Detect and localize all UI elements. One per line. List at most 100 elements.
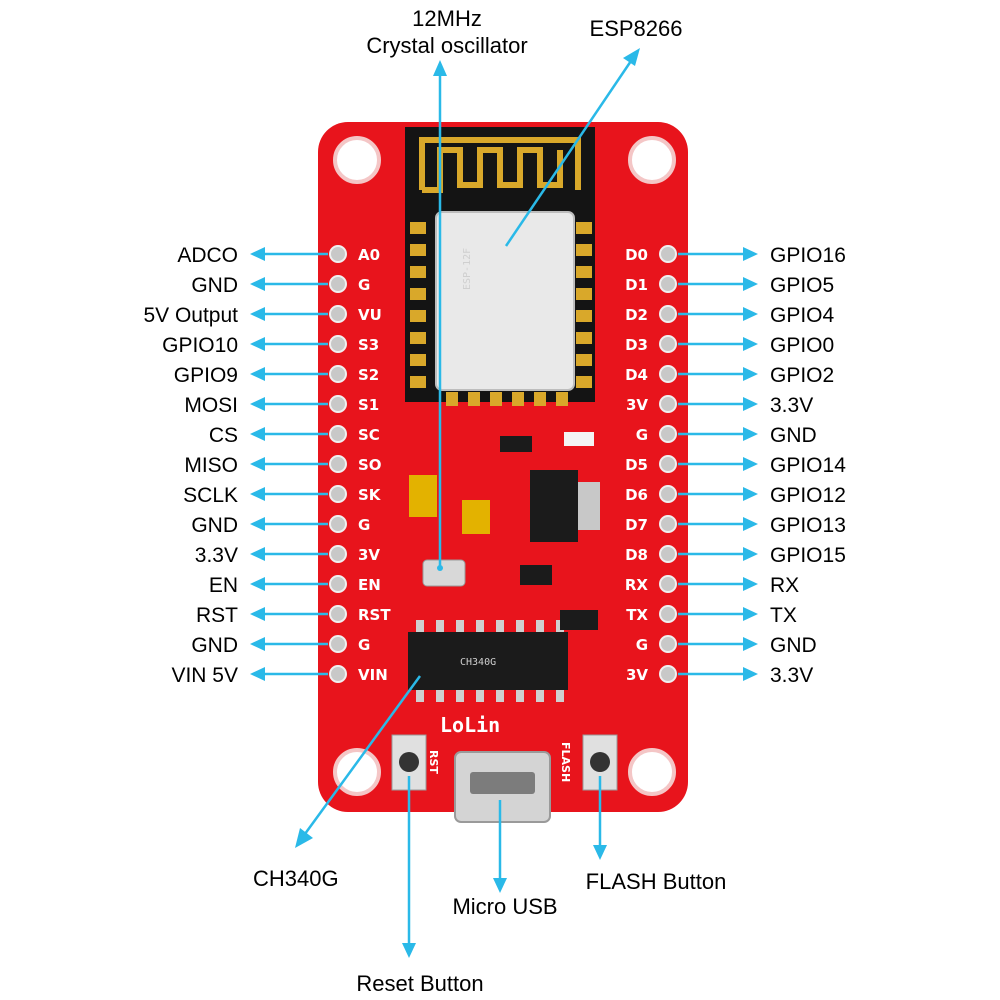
smd-part-2 [560,610,598,630]
esp-pad [576,222,592,234]
pcb-board: ESP-12F CH340G LoLin RST [318,122,688,823]
esp8266-callout-line [504,57,635,247]
esp-pad [410,288,426,300]
esp-pad [512,392,524,406]
left-pin-silk: G [358,276,370,294]
left-pin-pad [329,515,347,533]
ch340g-callout-line [300,675,422,839]
right-pin-pad [659,305,677,323]
left-pin-pad [329,545,347,563]
right-pin-silk: G [636,636,648,654]
right-pin-pad [659,275,677,293]
right-pin-arrowhead [743,517,758,531]
micro-usb-slot [470,772,535,794]
right-pin-label: TX [770,604,797,627]
right-pin-arrowhead [743,307,758,321]
esp-pad [410,266,426,278]
left-pin-pad [329,335,347,353]
right-pin-pad [659,365,677,383]
left-pin-label: GND [191,634,238,657]
crystal-callout-arrowhead [433,60,447,76]
left-pin-label: GND [191,514,238,537]
ch340g-leg [416,690,424,702]
esp-shield [435,211,575,391]
left-pin-arrowhead [250,307,265,321]
esp-pad [410,332,426,344]
esp-pad [410,222,426,234]
right-pin-pad [659,485,677,503]
right-pin-label: GND [770,424,817,447]
crystal-callout-dot [437,565,443,571]
esp-pads [410,222,592,406]
right-pin-arrowhead [743,247,758,261]
esp-pad [410,244,426,256]
right-pin-arrowhead [743,367,758,381]
right-pin-pad [659,245,677,263]
left-pin-pad [329,605,347,623]
led-1 [564,432,594,446]
mount-hole-tl [333,136,381,184]
esp-pad [446,392,458,406]
right-pin-pad [659,605,677,623]
esp-pad [534,392,546,406]
right-pin-silk: D1 [625,276,648,294]
ch340g-leg [536,620,544,632]
right-pin-arrowhead [743,667,758,681]
micro-usb-callout-arrowhead [493,878,507,893]
ch340g-leg [416,620,424,632]
left-pin-silk: G [358,516,370,534]
right-pin-arrowhead [743,607,758,621]
right-pin-labels: GPIO16GPIO5GPIO4GPIO0GPIO23.3VGNDGPIO14G… [678,244,846,687]
right-pin-pad [659,515,677,533]
left-pin-silk: S3 [358,336,379,354]
flash-button-silk: FLASH [559,742,572,782]
right-pin-silk: 3V [626,396,648,414]
right-pin-silk: D2 [625,306,648,324]
esp-pad [410,354,426,366]
ch340g-leg [516,690,524,702]
right-pin-silk: D5 [625,456,648,474]
right-pin-label: GPIO4 [770,304,835,327]
right-pin-pad [659,635,677,653]
ch340g-body [408,632,568,690]
esp-pad [576,354,592,366]
right-pin-silk: 3V [626,666,648,684]
mount-hole-tr [628,136,676,184]
left-pin-label: GPIO9 [174,364,238,387]
left-pin-silk: VU [358,306,382,324]
mount-hole-bl [333,748,381,796]
left-pin-label: MISO [184,454,238,477]
esp8266-callout: ESP8266 [504,16,682,247]
micro-usb-port [454,751,551,823]
left-pin-silk: S1 [358,396,379,414]
mount-hole-br [628,748,676,796]
esp-pad [576,266,592,278]
capacitor-1 [409,475,437,517]
left-pin-arrowhead [250,547,265,561]
left-pin-pad [329,575,347,593]
left-pin-pad [329,275,347,293]
left-pin-arrowhead [250,397,265,411]
micro-usb-callout: Micro USB [452,800,558,919]
reset-button-callout-label: Reset Button [356,971,483,996]
left-pin-label: 3.3V [195,544,238,567]
left-pin-pad [329,245,347,263]
ch340g-leg [556,690,564,702]
right-pin-arrowhead [743,637,758,651]
left-pin-arrowhead [250,337,265,351]
left-pin-pad [329,485,347,503]
left-pin-label: VIN 5V [171,664,238,687]
left-pin-pad [329,365,347,383]
right-pin-arrowhead [743,337,758,351]
ch340g-leg [476,690,484,702]
ch340g-leg [456,620,464,632]
reset-button-callout: Reset Button [356,776,484,996]
ch340g-leg [496,690,504,702]
left-pin-silk: SK [358,486,382,504]
antenna-trace [419,137,581,193]
left-pin-silk: S2 [358,366,379,384]
flash-button-cap [590,752,610,772]
left-pin-label: GND [191,274,238,297]
